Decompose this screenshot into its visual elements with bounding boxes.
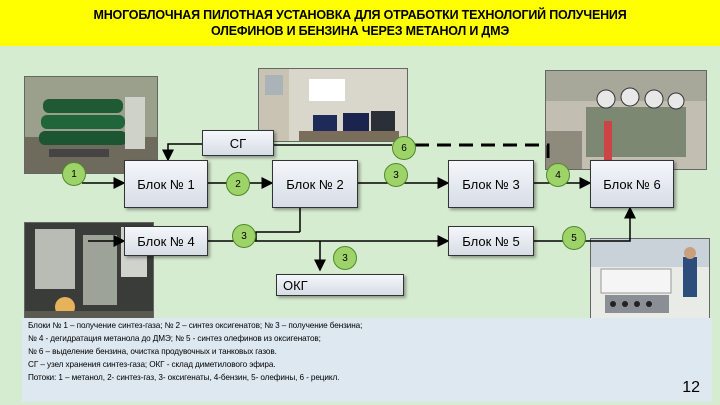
block-4: Блок № 4 [124, 226, 208, 256]
block-1: Блок № 1 [124, 160, 208, 208]
block-okg: ОКГ [276, 274, 404, 296]
instrument-panel-image [546, 71, 706, 169]
stream-marker-3a: 3 [384, 163, 408, 187]
legend-line-1: Блоки № 1 – получение синтез-газа; № 2 –… [28, 321, 363, 330]
photo-gas-cylinders [24, 76, 158, 174]
laboratory-image [591, 239, 709, 321]
control-room-image [259, 69, 407, 141]
stream-marker-4: 4 [546, 163, 570, 187]
legend-line-5: Потоки: 1 – метанол, 2- синтез-газ, 3- о… [28, 373, 340, 382]
legend-line-2: № 4 - дегидратация метанола до ДМЭ; № 5 … [28, 334, 321, 343]
page-number: 12 [682, 379, 700, 396]
line-b2-b4 [255, 231, 300, 241]
legend-panel: Блоки № 1 – получение синтез-газа; № 2 –… [22, 318, 712, 402]
block-2: Блок № 2 [272, 160, 358, 208]
stream-marker-3b: 3 [232, 224, 256, 248]
stream-marker-6: 6 [392, 136, 416, 160]
recycle-dashed-line [415, 143, 550, 160]
photo-laboratory [590, 238, 710, 322]
title-line-1: МНОГОБЛОЧНАЯ ПИЛОТНАЯ УСТАНОВКА ДЛЯ ОТРА… [93, 8, 627, 22]
legend-line-3: № 6 – выделение бензина, очистка продуво… [28, 347, 277, 356]
title-line-2: ОЛЕФИНОВ И БЕНЗИНА ЧЕРЕЗ МЕТАНОЛ И ДМЭ [210, 24, 510, 38]
legend-line-4: СГ – узел хранения синтез-газа; ОКГ - ск… [28, 360, 276, 369]
block-3: Блок № 3 [448, 160, 534, 208]
stream-marker-2: 2 [226, 172, 250, 196]
arrow-sg-b1 [162, 143, 202, 162]
block-6: Блок № 6 [590, 160, 674, 208]
photo-instrument-panel [545, 70, 707, 170]
title-bar: МНОГОБЛОЧНАЯ ПИЛОТНАЯ УСТАНОВКА ДЛЯ ОТРА… [0, 0, 720, 46]
block-sg: СГ [202, 130, 274, 156]
photo-control-room [258, 68, 408, 142]
stream-marker-3c: 3 [333, 246, 357, 270]
stream-marker-1: 1 [62, 162, 86, 186]
stream-marker-5: 5 [562, 226, 586, 250]
block-5: Блок № 5 [448, 226, 534, 256]
